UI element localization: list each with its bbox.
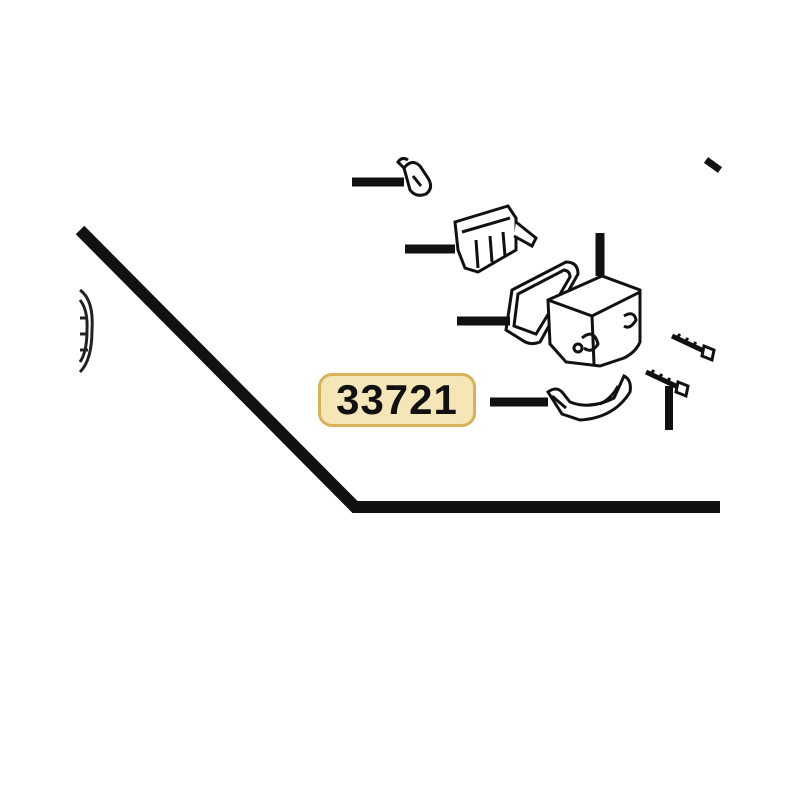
- lens-cover-icon: [545, 373, 632, 422]
- body-panel-outline: [75, 225, 720, 513]
- bulb-icon: [396, 156, 433, 197]
- lamp-housing-icon: [546, 274, 642, 368]
- screw-icon: [644, 333, 716, 399]
- part-number-callout: 33721: [318, 373, 476, 427]
- lamp-socket-icon: [453, 204, 538, 274]
- body-corner-mark: [703, 157, 723, 173]
- partial-component-left: [78, 288, 94, 374]
